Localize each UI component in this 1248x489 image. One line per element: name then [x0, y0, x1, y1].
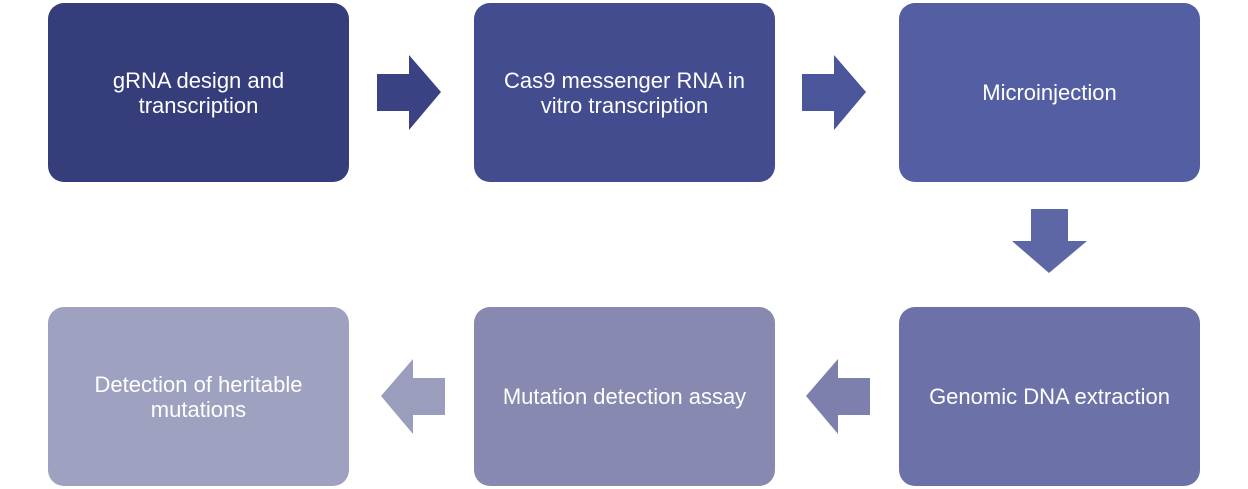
- arrow-down-icon: [1012, 209, 1087, 273]
- step-genomic-dna-extraction: Genomic DNA extraction: [899, 307, 1200, 486]
- step-label: Mutation detection assay: [502, 384, 747, 409]
- step-grna-design: gRNA design and transcription: [48, 3, 349, 182]
- arrow-left-icon: [381, 359, 445, 434]
- step-label: Genomic DNA extraction: [929, 384, 1170, 409]
- step-label: gRNA design and transcription: [112, 67, 285, 118]
- step-label: Microinjection: [982, 80, 1117, 105]
- arrow-left-icon: [806, 359, 870, 434]
- step-label: Detection of heritable mutations: [94, 371, 303, 422]
- step-label: Cas9 messenger RNA in vitro transcriptio…: [504, 67, 745, 118]
- step-cas9-transcription: Cas9 messenger RNA in vitro transcriptio…: [474, 3, 775, 182]
- step-microinjection: Microinjection: [899, 3, 1200, 182]
- step-heritable-detection: Detection of heritable mutations: [48, 307, 349, 486]
- arrow-right-icon: [802, 55, 866, 130]
- step-mutation-detection: Mutation detection assay: [474, 307, 775, 486]
- arrow-right-icon: [377, 55, 441, 130]
